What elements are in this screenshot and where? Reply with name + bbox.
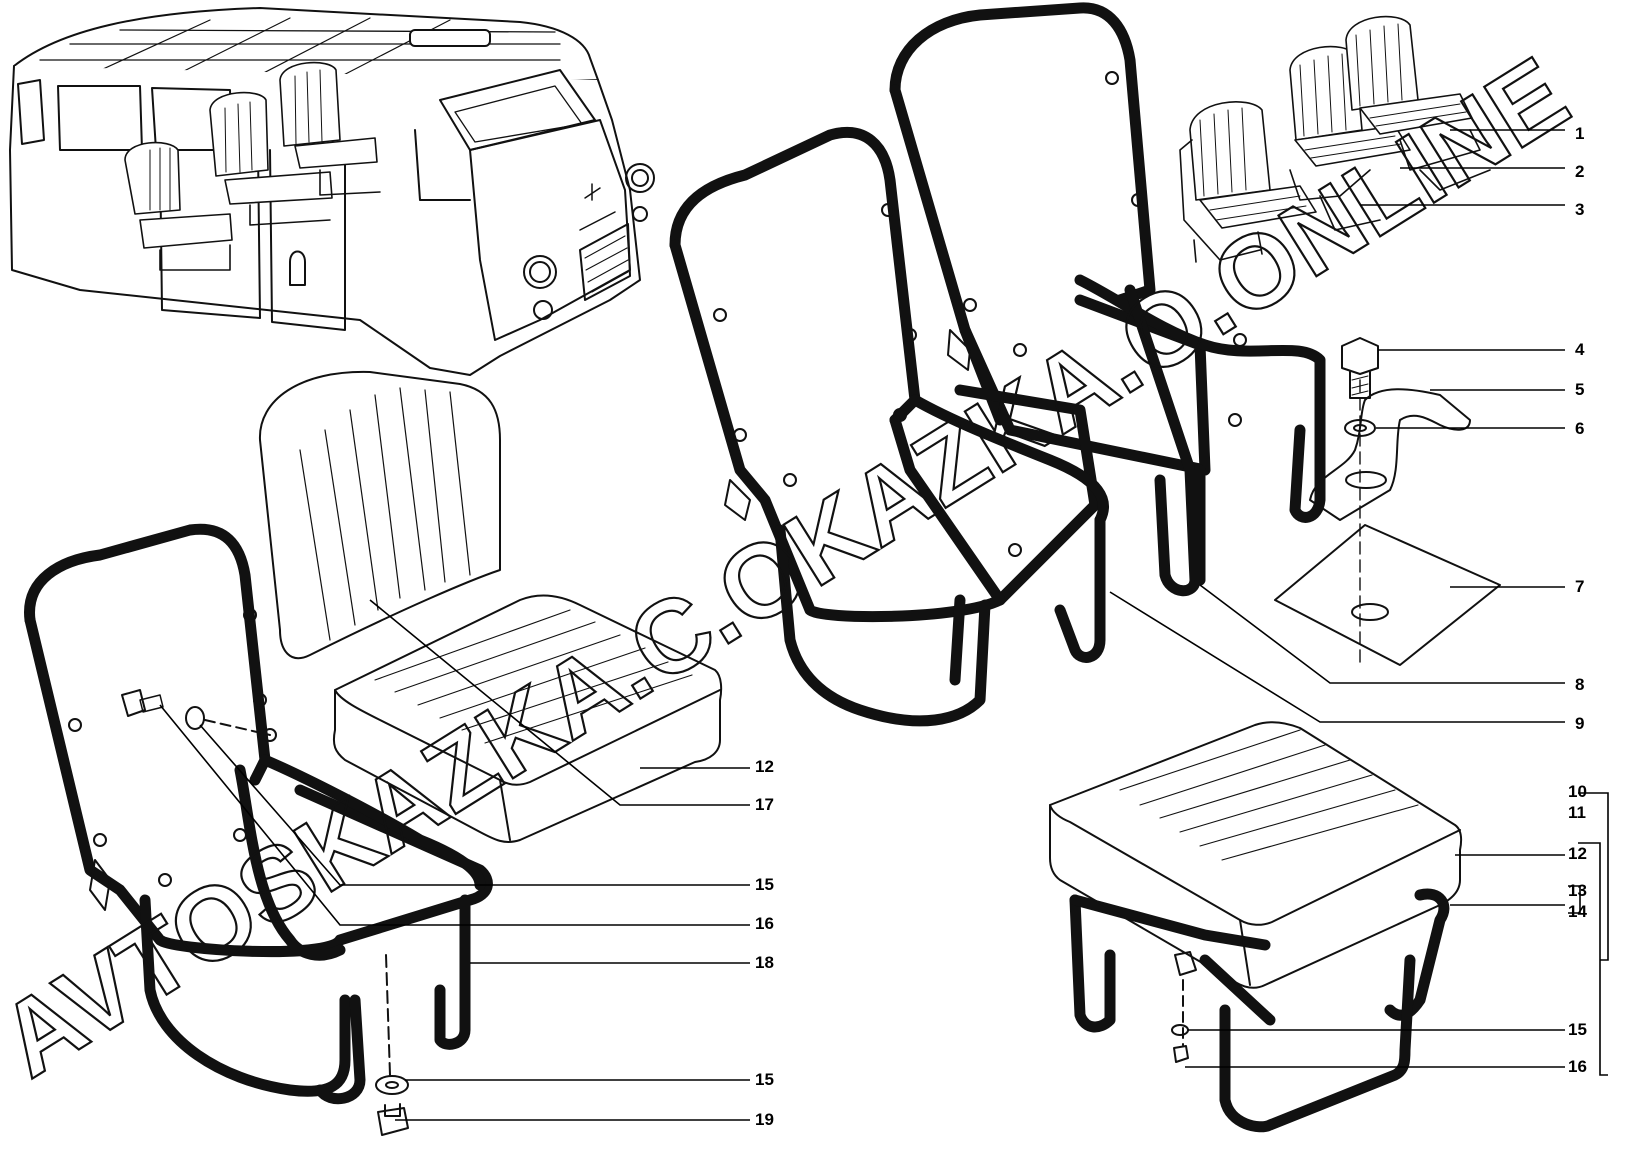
seat-row-overview: [1179, 15, 1491, 263]
backrest-cushion-17: [258, 370, 501, 660]
callout-18: 18: [755, 953, 774, 972]
callout-15-left-lower: 15: [755, 1070, 774, 1089]
bolt-4: [1341, 337, 1379, 375]
callout-15-right: 15: [1568, 1020, 1587, 1039]
callout-labels: 1 2 3 4 5 6 7 8 9 10 11 12 12 13 14 15 1…: [755, 124, 1587, 1129]
callout-16-left: 16: [755, 914, 774, 933]
double-seat-frame: [669, 2, 1326, 727]
clamp-5: [1309, 388, 1471, 521]
seat-cushion-12: [332, 594, 723, 843]
fastener-group-left: [121, 689, 409, 1136]
callout-5: 5: [1575, 380, 1584, 399]
leader-lines: [159, 129, 1609, 1121]
callout-3: 3: [1575, 200, 1584, 219]
callout-11: 11: [1568, 803, 1586, 822]
callout-19: 19: [755, 1110, 774, 1129]
callout-17: 17: [755, 795, 774, 814]
callout-8: 8: [1575, 675, 1584, 694]
callout-10: 10: [1568, 782, 1587, 801]
callout-15-left-upper: 15: [755, 875, 774, 894]
callout-6: 6: [1575, 419, 1584, 438]
fastener-group: [1274, 337, 1501, 666]
callout-9: 9: [1575, 714, 1584, 733]
vehicle-body-illustration: [9, 7, 655, 376]
seat-with-cushion-assembly: [1049, 721, 1463, 1133]
callout-2: 2: [1575, 162, 1584, 181]
callout-16-right: 16: [1568, 1057, 1587, 1076]
callout-4: 4: [1575, 340, 1585, 359]
callout-12-right: 12: [1568, 844, 1587, 863]
plate-7: [1274, 524, 1501, 666]
callout-13: 13: [1568, 881, 1587, 900]
callout-1: 1: [1575, 124, 1584, 143]
washer-bolt-right: [1171, 979, 1189, 1063]
callout-7: 7: [1575, 577, 1584, 596]
callout-14: 14: [1568, 902, 1587, 921]
callout-12-left: 12: [755, 757, 774, 776]
